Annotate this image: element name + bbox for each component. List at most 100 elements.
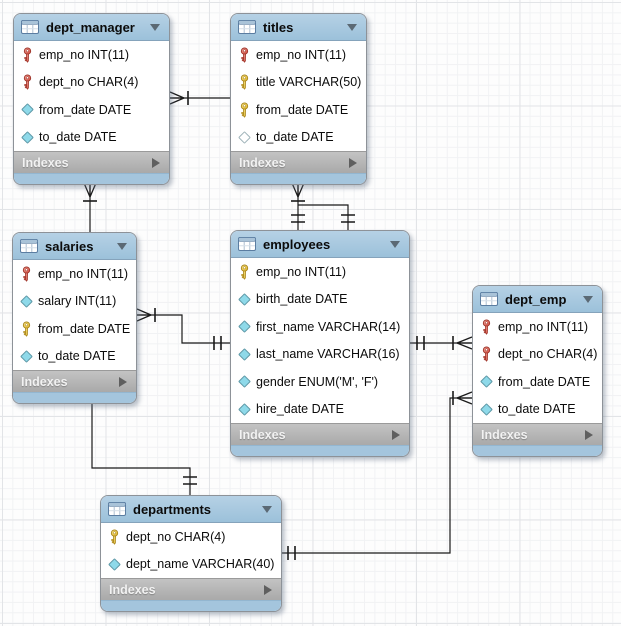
column-row[interactable]: dept_name VARCHAR(40)	[101, 551, 281, 579]
table-columns: dept_no CHAR(4) dept_name VARCHAR(40)	[101, 523, 281, 578]
table-icon	[20, 239, 38, 253]
column-row[interactable]: emp_no INT(11)	[14, 41, 169, 69]
connector-dept_manager-titles[interactable]	[169, 91, 230, 105]
diamond-icon	[237, 320, 251, 334]
key-icon	[240, 74, 248, 90]
indexes-label: Indexes	[109, 582, 156, 597]
column-text: to_date DATE	[39, 130, 117, 145]
column-row[interactable]: dept_no CHAR(4)	[14, 69, 169, 97]
table-icon	[21, 20, 39, 34]
column-row[interactable]: last_name VARCHAR(16)	[231, 341, 409, 369]
diamond-icon	[237, 402, 251, 416]
expand-arrow-icon[interactable]	[392, 429, 400, 440]
expand-arrow-icon[interactable]	[152, 157, 160, 168]
indexes-bar[interactable]: Indexes	[101, 578, 281, 600]
table-header[interactable]: employees	[231, 231, 409, 258]
connector-dept_manager-salaries[interactable]	[83, 182, 97, 232]
expand-arrow-icon[interactable]	[119, 376, 127, 387]
indexes-bar[interactable]: Indexes	[231, 151, 366, 173]
column-row[interactable]: emp_no INT(11)	[231, 41, 366, 69]
collapse-arrow-icon[interactable]	[390, 240, 400, 248]
diamond-icon	[20, 130, 34, 144]
indexes-bar[interactable]: Indexes	[231, 423, 409, 445]
key-icon	[482, 346, 490, 362]
column-row[interactable]: from_date DATE	[14, 96, 169, 124]
table-header[interactable]: departments	[101, 496, 281, 523]
table-columns: emp_no INT(11) title VARCHAR(50) from_da…	[231, 41, 366, 151]
table-titles[interactable]: titles emp_no INT(11) title VARCHAR(50)	[230, 13, 367, 185]
table-dept_manager[interactable]: dept_manager emp_no INT(11) dept_no CHAR…	[13, 13, 170, 185]
column-text: hire_date DATE	[256, 402, 345, 417]
table-header[interactable]: dept_manager	[14, 14, 169, 41]
indexes-bar[interactable]: Indexes	[14, 151, 169, 173]
column-text: from_date DATE	[38, 321, 131, 336]
column-row[interactable]: to_date DATE	[473, 396, 602, 424]
column-row[interactable]: emp_no INT(11)	[13, 260, 136, 288]
column-text: emp_no INT(11)	[498, 319, 589, 334]
column-row[interactable]: emp_no INT(11)	[231, 258, 409, 286]
table-icon	[108, 502, 126, 516]
expand-arrow-icon[interactable]	[264, 584, 272, 595]
table-bottom-strip	[101, 600, 281, 611]
column-row[interactable]: to_date DATE	[231, 124, 366, 152]
table-dept_emp[interactable]: dept_emp emp_no INT(11) dept_no CHAR(4)	[472, 285, 603, 457]
expand-arrow-icon[interactable]	[585, 429, 593, 440]
table-bottom-strip	[13, 392, 136, 403]
collapse-arrow-icon[interactable]	[150, 23, 160, 31]
column-text: emp_no INT(11)	[38, 266, 129, 281]
table-salaries[interactable]: salaries emp_no INT(11) salary INT(11)	[12, 232, 137, 404]
indexes-bar[interactable]: Indexes	[13, 370, 136, 392]
table-employees[interactable]: employees emp_no INT(11) birth_date DATE…	[230, 230, 410, 457]
table-icon	[480, 292, 498, 306]
table-title: salaries	[45, 238, 94, 254]
column-row[interactable]: emp_no INT(11)	[473, 313, 602, 341]
diamond-icon	[20, 103, 34, 117]
column-text: from_date DATE	[256, 102, 349, 117]
table-header[interactable]: dept_emp	[473, 286, 602, 313]
diamond-icon	[19, 349, 33, 363]
column-text: from_date DATE	[498, 374, 591, 389]
column-text: birth_date DATE	[256, 292, 348, 307]
column-row[interactable]: salary INT(11)	[13, 288, 136, 316]
indexes-label: Indexes	[481, 427, 528, 442]
table-header[interactable]: titles	[231, 14, 366, 41]
column-text: dept_no CHAR(4)	[126, 529, 226, 544]
key-icon	[22, 266, 30, 282]
table-bottom-strip	[14, 173, 169, 184]
collapse-arrow-icon[interactable]	[117, 242, 127, 250]
column-row[interactable]: from_date DATE	[473, 368, 602, 396]
table-header[interactable]: salaries	[13, 233, 136, 260]
column-row[interactable]: from_date DATE	[13, 315, 136, 343]
column-row[interactable]: gender ENUM('M', 'F')	[231, 368, 409, 396]
indexes-label: Indexes	[239, 427, 286, 442]
column-row[interactable]: birth_date DATE	[231, 286, 409, 314]
column-text: from_date DATE	[39, 102, 132, 117]
expand-arrow-icon[interactable]	[349, 157, 357, 168]
column-row[interactable]: dept_no CHAR(4)	[473, 341, 602, 369]
table-columns: emp_no INT(11) salary INT(11) from_date …	[13, 260, 136, 370]
column-row[interactable]: title VARCHAR(50)	[231, 69, 366, 97]
column-row[interactable]: from_date DATE	[231, 96, 366, 124]
indexes-label: Indexes	[21, 374, 68, 389]
collapse-arrow-icon[interactable]	[262, 505, 272, 513]
connector-employees-dept_emp[interactable]	[410, 336, 473, 350]
connector-salaries-departments[interactable]	[91, 402, 197, 495]
column-text: dept_name VARCHAR(40)	[126, 557, 275, 572]
connector-titles-employees[interactable]	[291, 182, 355, 230]
diamond-icon	[237, 375, 251, 389]
table-departments[interactable]: departments dept_no CHAR(4) dept_name VA…	[100, 495, 282, 612]
connector-salaries-employees[interactable]	[136, 308, 230, 350]
column-row[interactable]: to_date DATE	[13, 343, 136, 371]
column-row[interactable]: dept_no CHAR(4)	[101, 523, 281, 551]
collapse-arrow-icon[interactable]	[583, 295, 593, 303]
indexes-bar[interactable]: Indexes	[473, 423, 602, 445]
collapse-arrow-icon[interactable]	[347, 23, 357, 31]
table-title: dept_manager	[46, 19, 135, 35]
column-row[interactable]: hire_date DATE	[231, 396, 409, 424]
column-row[interactable]: first_name VARCHAR(14)	[231, 313, 409, 341]
connector-departments-dept_emp[interactable]	[282, 391, 473, 560]
column-row[interactable]: to_date DATE	[14, 124, 169, 152]
table-columns: emp_no INT(11) birth_date DATE first_nam…	[231, 258, 409, 423]
table-bottom-strip	[231, 173, 366, 184]
